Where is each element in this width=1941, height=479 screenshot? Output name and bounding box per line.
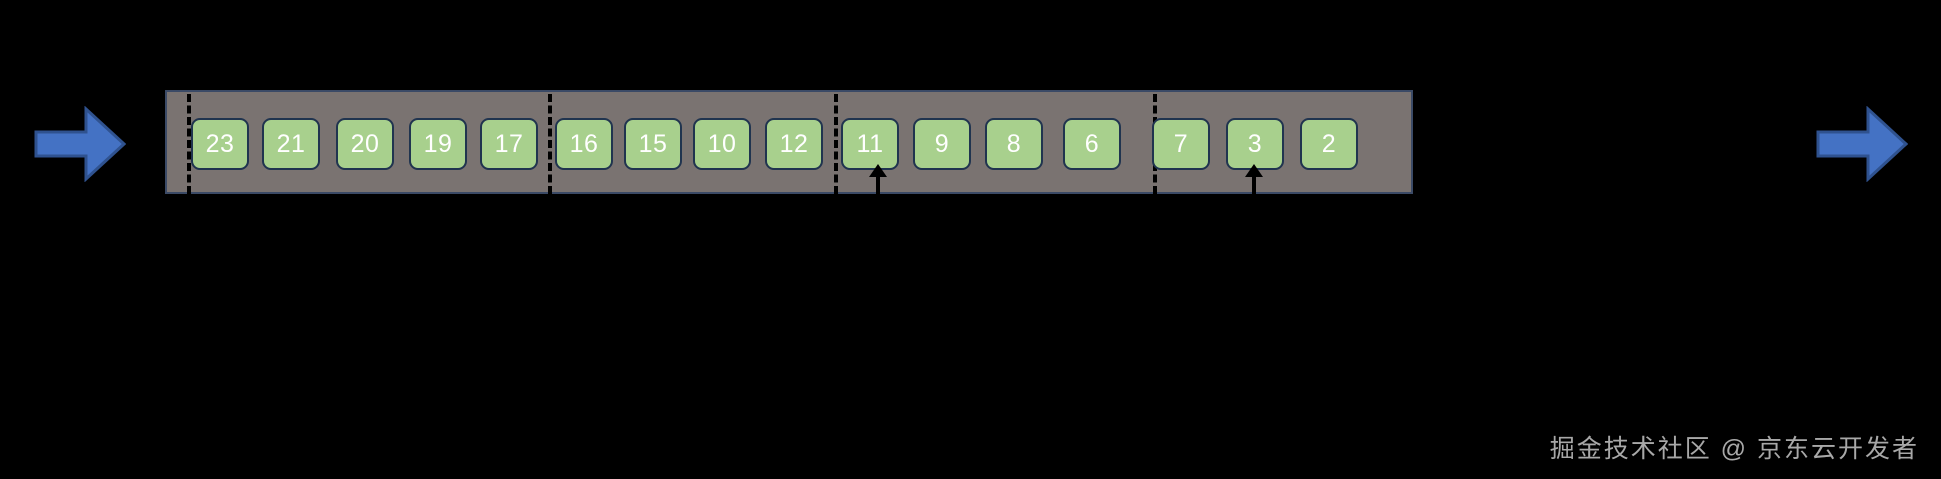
divider-1: [187, 94, 191, 194]
queue-cell[interactable]: 21: [262, 118, 320, 170]
queue-cell[interactable]: 17: [480, 118, 538, 170]
queue-cell[interactable]: 16: [555, 118, 613, 170]
queue-cell[interactable]: 10: [693, 118, 751, 170]
queue-cell[interactable]: 7: [1152, 118, 1210, 170]
queue-cell[interactable]: 3: [1226, 118, 1284, 170]
outflow-arrow-icon: [1816, 106, 1908, 182]
queue-cell[interactable]: 15: [624, 118, 682, 170]
watermark-text: 掘金技术社区 @ 京东云开发者: [1549, 435, 1919, 463]
queue-cell[interactable]: 19: [409, 118, 467, 170]
divider-2: [548, 94, 552, 194]
queue-cell[interactable]: 9: [913, 118, 971, 170]
queue-cell[interactable]: 6: [1063, 118, 1121, 170]
inflow-arrow-icon: [34, 106, 126, 182]
queue-cell[interactable]: 20: [336, 118, 394, 170]
queue-cell[interactable]: 2: [1300, 118, 1358, 170]
pointer-at-10-icon: [867, 164, 889, 194]
divider-3: [834, 94, 838, 194]
queue-cell[interactable]: 12: [765, 118, 823, 170]
queue-cell[interactable]: 23: [191, 118, 249, 170]
queue-cell[interactable]: 8: [985, 118, 1043, 170]
queue-cell[interactable]: 11: [841, 118, 899, 170]
pointer-at-6-icon: [1243, 164, 1265, 194]
